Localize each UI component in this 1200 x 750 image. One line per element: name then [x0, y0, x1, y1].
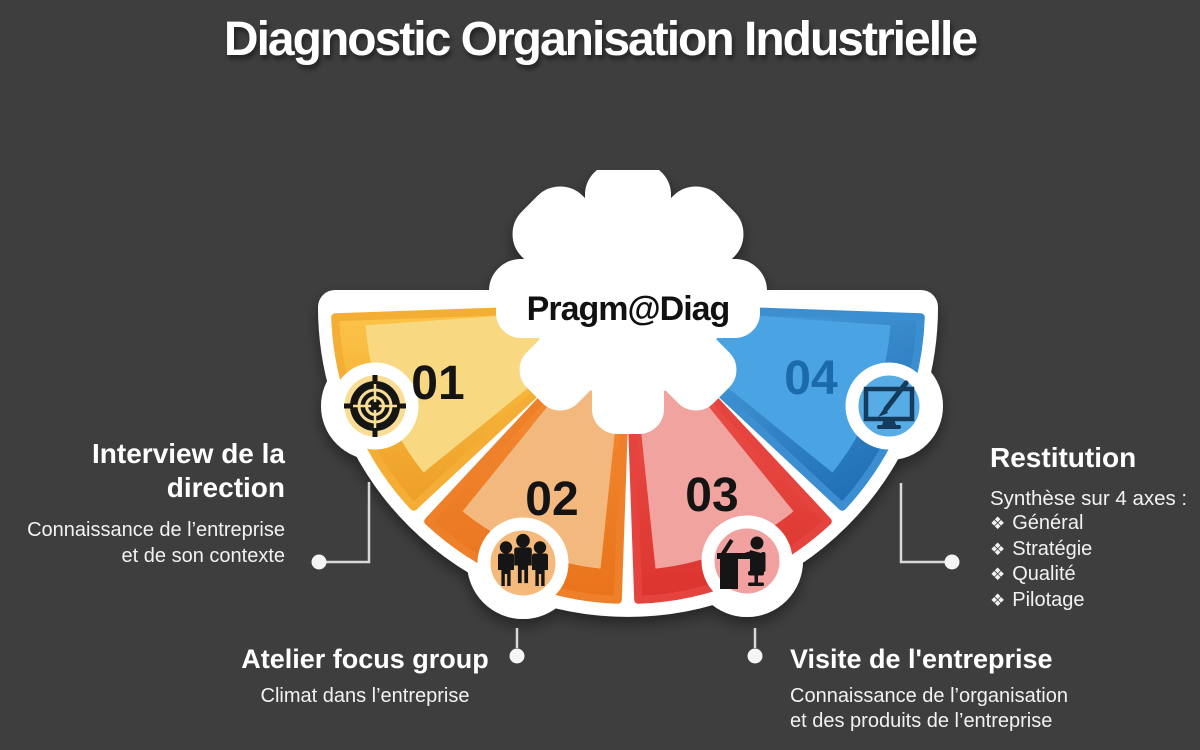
restitution-subtitle: Synthèse sur 4 axes : [990, 487, 1188, 510]
interview-title: Interview de la direction [92, 438, 285, 503]
annotation-visite: Visite de l'entreprise Connaissance de l… [790, 643, 1100, 734]
badge-03 [701, 515, 793, 607]
dot-visite [747, 648, 763, 664]
list-item: ❖ Stratégie [990, 537, 1200, 563]
connector-lines [319, 482, 952, 648]
dot-restitution [944, 554, 960, 570]
interview-subtitle: Connaissance de l’entreprise et de son c… [27, 519, 285, 567]
visite-title: Visite de l'entreprise [790, 644, 1053, 674]
step-number-03: 03 [685, 469, 738, 522]
connector-restitution [899, 483, 952, 564]
step-number-04: 04 [784, 352, 838, 405]
gear-shape: Pragm@Diag [506, 180, 750, 424]
dot-atelier [509, 648, 525, 664]
target-icon [344, 375, 406, 437]
list-item: ❖ Général [990, 511, 1200, 537]
atelier-title: Atelier focus group [241, 644, 489, 674]
dot-interview [311, 554, 327, 570]
annotation-atelier: Atelier focus group Climat dans l’entrep… [205, 643, 525, 709]
diagnostic-diagram: Pragm@Diag [311, 170, 960, 664]
diamond-bullet-icon: ❖ [990, 590, 1006, 610]
list-item: ❖ Pilotage [990, 588, 1200, 614]
diamond-bullet-icon: ❖ [990, 565, 1006, 584]
visite-subtitle: Connaissance de l’organisation et des pr… [790, 685, 1068, 732]
connector-interview [319, 482, 371, 564]
annotation-restitution: Restitution Synthèse sur 4 axes : ❖ Génér… [990, 442, 1200, 613]
page-title: Diagnostic Organisation Industrielle [223, 13, 978, 66]
diamond-bullet-icon: ❖ [990, 514, 1006, 533]
monitor-pen-icon [863, 380, 915, 429]
annotation-interview: Interview de la direction Connaissance d… [0, 437, 285, 569]
restitution-title: Restitution [990, 442, 1137, 473]
list-item-label: Pilotage [1012, 588, 1085, 611]
step-number-02: 02 [525, 473, 578, 526]
list-item: ❖ Qualité [990, 562, 1200, 588]
desk-worker-icon [717, 536, 766, 589]
list-item-label: Général [1012, 512, 1084, 534]
step-number-01: 01 [411, 357, 464, 410]
gear-label: Pragm@Diag [527, 290, 730, 328]
list-item-label: Stratégie [1012, 537, 1093, 560]
list-item-label: Qualité [1012, 563, 1076, 585]
connector-dots [311, 554, 960, 664]
diamond-bullet-icon: ❖ [990, 539, 1006, 559]
atelier-subtitle: Climat dans l’entreprise [260, 685, 470, 707]
